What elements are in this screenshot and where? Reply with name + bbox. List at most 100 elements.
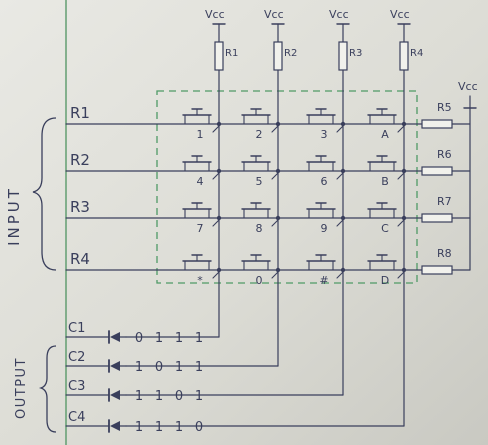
switch-lead xyxy=(212,271,220,279)
switch-lead xyxy=(271,125,279,133)
switch-lead xyxy=(336,271,344,279)
pullup-resistor xyxy=(338,41,348,71)
vcc-label: Vcc xyxy=(329,8,349,21)
switch-lead xyxy=(212,172,220,180)
switch-lead xyxy=(212,125,220,133)
row-resistor xyxy=(421,166,453,176)
row-label: R1 xyxy=(70,104,90,122)
output-diode xyxy=(108,419,127,433)
vcc-label: Vcc xyxy=(458,80,478,93)
row-resistor-label: R7 xyxy=(437,195,452,208)
switch-lead xyxy=(397,219,405,227)
output-code-bit: 1 xyxy=(135,420,143,435)
vcc-label: Vcc xyxy=(205,8,225,21)
output-code-bit: 0 xyxy=(175,389,183,404)
junction-dot xyxy=(216,121,222,127)
junction-dot xyxy=(340,121,346,127)
junction-dot xyxy=(216,168,222,174)
row-label: R4 xyxy=(70,250,90,268)
output-code-bit: 1 xyxy=(175,331,183,346)
output-diode xyxy=(108,388,127,402)
key-label: 4 xyxy=(197,175,204,188)
row-label: R2 xyxy=(70,151,90,169)
output-diode xyxy=(108,330,127,344)
row-resistor-label: R8 xyxy=(437,247,452,260)
pullup-resistor xyxy=(399,41,409,71)
keypad-switch xyxy=(306,202,346,227)
junction-dot xyxy=(216,215,222,221)
diode-triangle xyxy=(110,332,120,342)
switch-lead xyxy=(336,125,344,133)
junction-dot xyxy=(275,121,281,127)
keypad-boundary xyxy=(156,90,418,284)
column-label: C1 xyxy=(68,321,85,336)
output-code-bit: 0 xyxy=(195,420,203,435)
row-resistor-label: R5 xyxy=(437,101,452,114)
keypad-switch xyxy=(241,202,281,227)
pullup-resistor-label: R4 xyxy=(410,48,423,59)
output-brace xyxy=(38,345,57,433)
keypad-switch xyxy=(182,254,222,279)
column-label: C2 xyxy=(68,350,85,365)
output-code-bit: 1 xyxy=(155,389,163,404)
junction-dot xyxy=(401,215,407,221)
key-label: 6 xyxy=(321,175,328,188)
keypad-switch xyxy=(241,254,281,279)
switch-lead xyxy=(397,125,405,133)
junction-dot xyxy=(275,168,281,174)
output-code-bit: 1 xyxy=(135,360,143,375)
row-resistor-label: R6 xyxy=(437,148,452,161)
input-group-label: INPUT xyxy=(5,186,23,246)
key-label: C xyxy=(381,222,389,235)
column-label: C3 xyxy=(68,379,85,394)
switch-lead xyxy=(336,172,344,180)
switch-lead xyxy=(397,172,405,180)
output-code-bit: 0 xyxy=(135,331,143,346)
switch-lead xyxy=(336,219,344,227)
diode-triangle xyxy=(110,421,120,431)
switch-lead xyxy=(212,219,220,227)
pullup-resistor xyxy=(214,41,224,71)
key-label: * xyxy=(197,274,203,287)
pullup-resistor-label: R1 xyxy=(225,48,238,59)
keypad-switch xyxy=(182,108,222,133)
output-code-bit: 1 xyxy=(155,420,163,435)
output-code-bit: 1 xyxy=(175,360,183,375)
key-label: A xyxy=(381,128,389,141)
keypad-switch xyxy=(241,108,281,133)
pullup-resistor-label: R3 xyxy=(349,48,362,59)
junction-dot xyxy=(275,215,281,221)
keypad-switch xyxy=(367,202,407,227)
output-code-bit: 0 xyxy=(155,360,163,375)
output-diode xyxy=(108,359,127,373)
keypad-switch xyxy=(367,254,407,279)
switch-lead xyxy=(271,271,279,279)
row-resistor xyxy=(421,265,453,275)
row-label: R3 xyxy=(70,198,90,216)
output-code-bit: 1 xyxy=(195,331,203,346)
row-resistor xyxy=(421,119,453,129)
key-label: D xyxy=(381,274,389,287)
vcc-label: Vcc xyxy=(264,8,284,21)
diode-triangle xyxy=(110,361,120,371)
junction-dot xyxy=(340,267,346,273)
key-label: # xyxy=(319,274,328,287)
pullup-resistor xyxy=(273,41,283,71)
keypad-switch xyxy=(306,108,346,133)
switch-lead xyxy=(397,271,405,279)
junction-dot xyxy=(275,267,281,273)
junction-dot xyxy=(401,121,407,127)
junction-dot xyxy=(401,267,407,273)
switch-lead xyxy=(271,172,279,180)
key-label: 1 xyxy=(197,128,204,141)
input-brace xyxy=(32,117,57,271)
keypad-switch xyxy=(367,108,407,133)
row-resistor xyxy=(421,213,453,223)
keypad-switch xyxy=(306,254,346,279)
keypad-switch xyxy=(182,202,222,227)
column-label: C4 xyxy=(68,410,85,425)
keypad-switch xyxy=(241,155,281,180)
key-label: 5 xyxy=(256,175,263,188)
